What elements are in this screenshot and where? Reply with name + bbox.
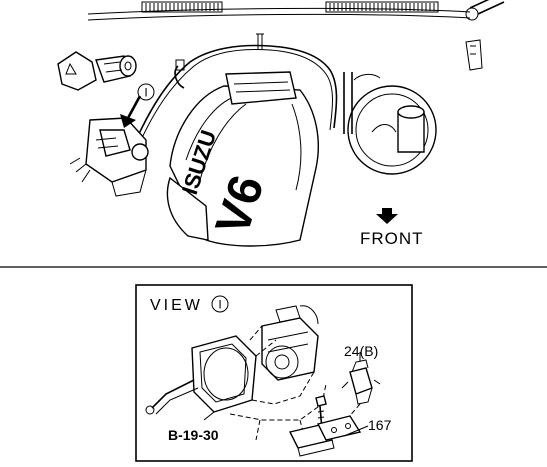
leader-b1930 — [203, 411, 215, 421]
view-circle-ref: I — [211, 295, 229, 313]
engine-bay-illustration: ISUZU V6 I FRONT — [57, 0, 505, 248]
cable-route — [135, 44, 338, 141]
pointer-arrow — [120, 95, 142, 128]
front-label: FRONT — [360, 229, 424, 248]
cowl-line — [87, 7, 471, 15]
view-circle-ref-label: I — [218, 298, 221, 312]
circle-ref-top: I — [137, 83, 155, 101]
view-detail-panel: VIEW I — [135, 284, 413, 462]
part-label-167: 167 — [368, 417, 392, 433]
hood-strut — [465, 0, 505, 71]
throttle-body-assembly — [69, 117, 149, 197]
part-label-24b: 24(B) — [344, 343, 378, 359]
leader-167 — [343, 425, 369, 437]
view-title: VIEW — [150, 297, 203, 314]
left-component — [57, 51, 137, 91]
front-indicator: FRONT — [360, 208, 424, 248]
brake-booster — [343, 72, 437, 175]
circle-ref-top-label: I — [144, 86, 147, 100]
part-label-b1930: B-19-30 — [168, 427, 219, 443]
cowl-grille-right — [325, 1, 439, 13]
hose-small — [174, 65, 185, 89]
cowl-grille-left — [141, 1, 223, 13]
engine-cover — [166, 71, 319, 247]
view-frame — [135, 284, 413, 462]
front-arrow-icon — [376, 208, 398, 224]
